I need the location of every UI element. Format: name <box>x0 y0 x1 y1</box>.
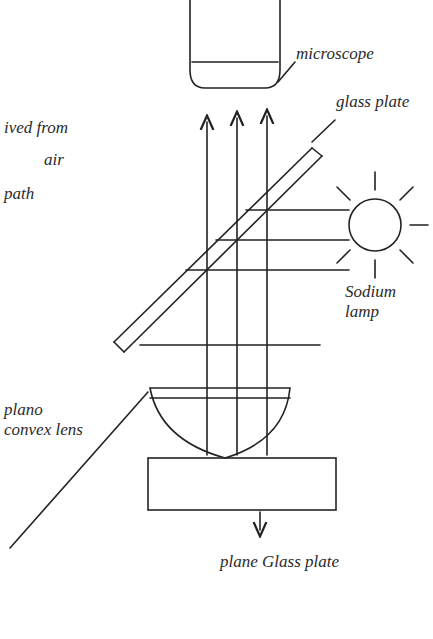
glass-plate <box>114 148 322 352</box>
plano-convex-lens <box>150 388 290 458</box>
sodium-lamp <box>349 199 401 251</box>
microscope-objective <box>192 61 278 63</box>
ray <box>266 116 268 455</box>
arrow <box>259 512 261 530</box>
label: plano convex lens <box>4 400 84 439</box>
label: path <box>4 184 84 204</box>
ray <box>206 122 208 455</box>
lamp-rays <box>337 172 428 278</box>
label: ived from <box>4 118 114 138</box>
label: plane Glass plate <box>220 552 420 572</box>
label: microscope <box>296 44 426 64</box>
label: air <box>44 150 104 170</box>
leader-line <box>312 120 335 142</box>
microscope-tube <box>190 0 280 88</box>
reflected-ray <box>140 344 320 346</box>
plane-glass-plate <box>148 458 336 510</box>
glass-plate <box>114 148 312 342</box>
glass-plate <box>124 156 322 352</box>
leader-line <box>278 62 295 82</box>
ray <box>236 118 238 455</box>
label: glass plate <box>336 92 428 112</box>
lens-top <box>150 397 290 399</box>
label: Sodium lamp <box>345 282 429 321</box>
incident-rays <box>186 210 349 270</box>
